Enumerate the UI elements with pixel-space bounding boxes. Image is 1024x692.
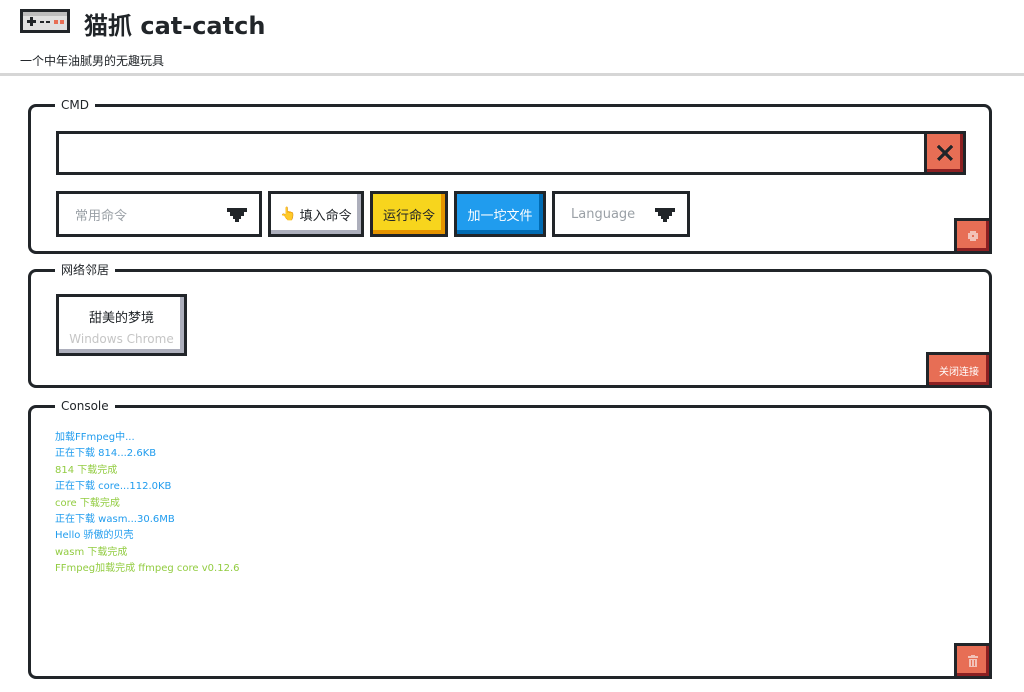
chevron-down-icon [227, 208, 247, 222]
common-command-select[interactable]: 常用命令 [56, 191, 262, 237]
language-select[interactable]: Language [552, 191, 690, 237]
log-line: wasm 下载完成 [55, 546, 128, 558]
cmd-settings-button[interactable] [954, 218, 992, 254]
device-card[interactable]: 甜美的梦境 Windows Chrome [56, 294, 187, 356]
app-header: 猫抓 cat-catch 一个中年油腻男的无趣玩具 [0, 0, 1024, 76]
console-legend: Console [55, 399, 115, 413]
app-title: 猫抓 cat-catch [84, 12, 266, 40]
device-meta: Windows Chrome [69, 332, 174, 346]
cmd-input[interactable] [56, 131, 924, 175]
device-name: 甜美的梦境 [88, 311, 154, 326]
fill-command-label: 填入命令 [299, 208, 352, 224]
log-line: 814 下载完成 [55, 464, 118, 476]
log-line: 加载FFmpeg中... [55, 432, 135, 443]
language-placeholder: Language [571, 206, 636, 222]
gamepad-icon [20, 9, 70, 33]
add-files-button[interactable]: 加一坨文件 [454, 191, 546, 237]
clear-button[interactable] [924, 131, 966, 175]
close-icon [936, 144, 954, 162]
log-line: FFmpeg加载完成 ffmpeg core v0.12.6 [55, 563, 240, 575]
common-command-placeholder: 常用命令 [75, 208, 128, 224]
log-line: 正在下载 814...2.6KB [55, 448, 157, 460]
chevron-down-icon [655, 208, 675, 222]
network-panel: 网络邻居 甜美的梦境 Windows Chrome 关闭连接 [28, 263, 992, 388]
network-legend: 网络邻居 [55, 263, 116, 277]
gear-icon [968, 231, 978, 241]
fill-command-button[interactable]: 👆 填入命令 [268, 191, 364, 237]
log-line: 正在下载 core...112.0KB [55, 481, 172, 493]
app-tagline: 一个中年油腻男的无趣玩具 [20, 54, 165, 68]
disconnect-button[interactable]: 关闭连接 [926, 352, 992, 388]
log-line: 正在下载 wasm...30.6MB [55, 514, 175, 526]
clear-console-button[interactable] [954, 643, 992, 679]
cmd-panel: CMD 常用命令 👆 填入命令 运行命令 加一坨文件 Language [28, 98, 992, 254]
add-files-label: 加一坨文件 [467, 208, 533, 224]
run-command-button[interactable]: 运行命令 [370, 191, 448, 237]
console-panel: Console 加载FFmpeg中... 正在下载 814...2.6KB 81… [28, 399, 992, 679]
trash-icon [968, 655, 978, 667]
log-line: Hello 骄傲的贝壳 [55, 530, 134, 542]
disconnect-label: 关闭连接 [939, 366, 979, 378]
console-log: 加载FFmpeg中... 正在下载 814...2.6KB 814 下载完成 正… [55, 430, 955, 578]
run-command-label: 运行命令 [382, 208, 435, 224]
cmd-legend: CMD [55, 98, 95, 112]
log-line: core 下载完成 [55, 497, 120, 509]
pointing-hand-icon: 👆 [280, 206, 297, 222]
